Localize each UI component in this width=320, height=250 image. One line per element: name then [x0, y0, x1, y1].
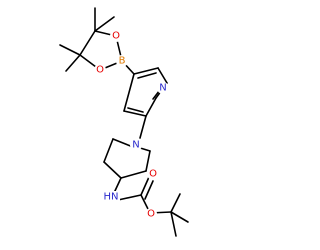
bond-c-c-pinacol: [79, 30, 96, 56]
bond-carbonyl-double-2: [144, 180, 154, 200]
bond-pip-c2-c3: [103, 138, 114, 163]
bond-tbu-me2: [170, 211, 189, 223]
bond-methyl-4: [65, 54, 81, 72]
bond-py-n-c2: [145, 97, 157, 117]
bond-py-double-3: [127, 107, 144, 113]
bond-pyridine-piperidine: [139, 115, 147, 139]
bond-pip-c5-c6: [145, 150, 151, 172]
bond-tbu-me1: [170, 193, 181, 213]
atom-labels-layer: B O O N N HN O O: [94, 30, 169, 220]
bond-pip-c4-c5: [120, 170, 147, 179]
carbonyl-oxygen: O: [147, 168, 159, 180]
atom-label-piperidine-n: N: [132, 140, 139, 151]
bonds-layer: [59, 7, 189, 237]
atom-label-carbonyl-o: O: [149, 169, 157, 180]
bond-pip-nh: [113, 177, 122, 194]
pyridine-nitrogen: N: [157, 82, 169, 94]
boron-atom: B: [116, 55, 128, 67]
carbamate-nh: HN: [103, 191, 120, 203]
chemical-structure-diagram: B O O N N HN O O: [59, 7, 189, 237]
bond-methyl-2: [94, 16, 115, 32]
bond-py-c3-c4: [123, 73, 135, 112]
atom-label-oxygen-1: O: [112, 31, 120, 42]
bond-py-double-1: [137, 72, 157, 79]
oxygen-atom-1: O: [110, 30, 122, 42]
bond-py-c4-c5: [133, 67, 159, 75]
bond-py-c5-c6: [157, 67, 168, 84]
oxygen-atom-2: O: [94, 64, 106, 76]
bond-methyl-3: [59, 44, 81, 56]
ester-oxygen: O: [145, 208, 157, 220]
bond-py-c2-c3: [123, 110, 147, 117]
bond-carbonyl-double-1: [140, 176, 150, 196]
atom-label-ester-o: O: [147, 209, 155, 220]
bond-tbu-me3: [170, 211, 177, 237]
atom-label-boron: B: [119, 56, 126, 67]
atom-label-nh: HN: [104, 192, 119, 203]
atom-label-pyridine-n: N: [159, 83, 166, 94]
bond-pip-n-c2: [112, 138, 134, 148]
atom-label-oxygen-2: O: [96, 65, 104, 76]
bond-pip-c3-c4: [103, 161, 122, 179]
piperidine-nitrogen: N: [130, 139, 142, 151]
bond-nh-carbonyl: [117, 194, 142, 201]
